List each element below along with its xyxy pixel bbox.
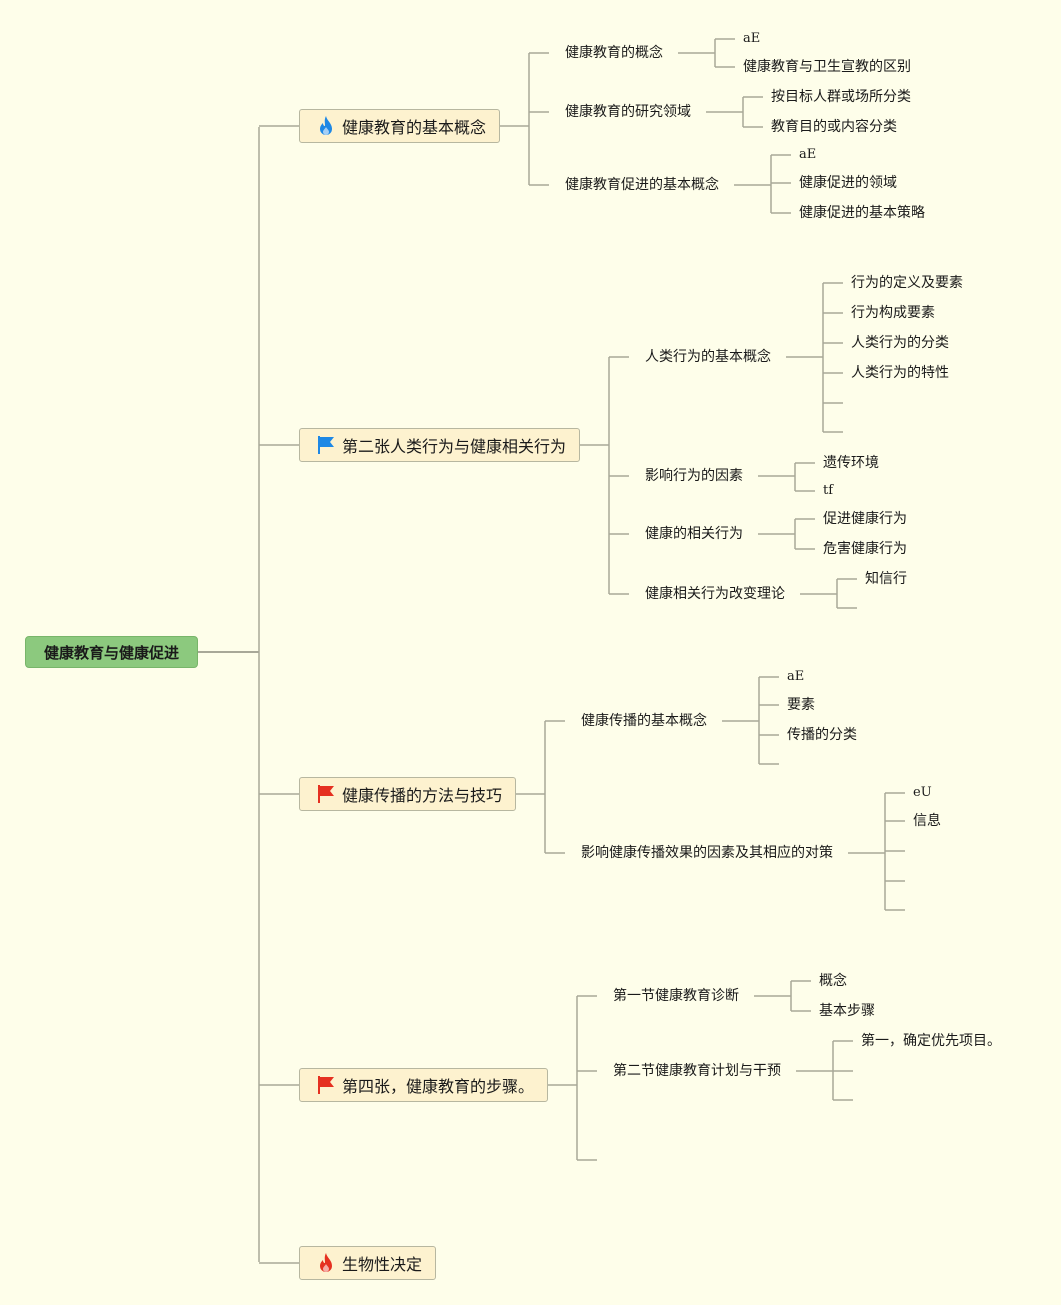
topic-label: 生物性决定 bbox=[342, 1255, 423, 1274]
topic-node-4[interactable]: 第四张，健康教育的步骤。 bbox=[299, 1068, 548, 1102]
leaf-node[interactable]: aE bbox=[799, 147, 817, 162]
flag-icon-red bbox=[316, 783, 336, 805]
subtopic-node[interactable]: 影响行为的因素 bbox=[645, 468, 743, 484]
fire-icon-red bbox=[316, 1252, 336, 1274]
leaf-node[interactable]: 健康促进的基本策略 bbox=[799, 205, 925, 221]
topic-label: 第二张人类行为与健康相关行为 bbox=[342, 437, 567, 456]
subtopic-node[interactable]: 健康传播的基本概念 bbox=[581, 713, 707, 729]
subtopic-node[interactable]: 影响健康传播效果的因素及其相应的对策 bbox=[581, 845, 833, 861]
leaf-node[interactable]: 知信行 bbox=[865, 571, 907, 587]
subtopic-node[interactable]: 健康教育促进的基本概念 bbox=[565, 177, 719, 193]
topic-node-2[interactable]: 第二张人类行为与健康相关行为 bbox=[299, 428, 580, 462]
leaf-node[interactable]: 遗传环境 bbox=[823, 455, 879, 471]
subtopic-node[interactable]: 健康相关行为改变理论 bbox=[645, 586, 785, 602]
subtopic-node[interactable]: 健康教育的研究领域 bbox=[565, 104, 691, 120]
subtopic-node[interactable]: 人类行为的基本概念 bbox=[645, 349, 771, 365]
leaf-node[interactable]: 行为的定义及要素 bbox=[851, 275, 963, 291]
topic-label: 健康传播的方法与技巧 bbox=[342, 786, 503, 805]
flag-icon-red bbox=[316, 1074, 336, 1096]
leaf-node[interactable]: 人类行为的特性 bbox=[851, 365, 949, 381]
topic-label: 健康教育的基本概念 bbox=[342, 118, 487, 137]
topic-node-3[interactable]: 健康传播的方法与技巧 bbox=[299, 777, 516, 811]
leaf-node[interactable]: 按目标人群或场所分类 bbox=[771, 89, 911, 105]
leaf-node[interactable]: 人类行为的分类 bbox=[851, 335, 949, 351]
topic-label: 第四张，健康教育的步骤。 bbox=[342, 1077, 535, 1096]
leaf-node[interactable]: 危害健康行为 bbox=[823, 541, 907, 557]
subtopic-node[interactable]: 第一节健康教育诊断 bbox=[613, 988, 739, 1004]
leaf-node[interactable]: 健康促进的领域 bbox=[799, 175, 897, 191]
leaf-node[interactable]: aE bbox=[787, 669, 805, 684]
topic-node-1[interactable]: 健康教育的基本概念 bbox=[299, 109, 500, 143]
leaf-node[interactable]: 基本步骤 bbox=[819, 1003, 875, 1019]
leaf-node[interactable]: tf bbox=[823, 483, 834, 498]
topic-node-5[interactable]: 生物性决定 bbox=[299, 1246, 436, 1280]
leaf-node[interactable]: 健康教育与卫生宣教的区别 bbox=[743, 59, 911, 75]
leaf-node[interactable]: 要素 bbox=[787, 697, 815, 713]
flag-icon-blue bbox=[316, 434, 336, 456]
leaf-node[interactable]: 促进健康行为 bbox=[823, 511, 907, 527]
leaf-node[interactable]: 行为构成要素 bbox=[851, 305, 935, 321]
leaf-node[interactable]: 传播的分类 bbox=[787, 727, 857, 743]
leaf-node[interactable]: 概念 bbox=[819, 973, 847, 989]
leaf-node[interactable]: 教育目的或内容分类 bbox=[771, 119, 897, 135]
subtopic-node[interactable]: 第二节健康教育计划与干预 bbox=[613, 1063, 781, 1079]
fire-icon-blue bbox=[316, 115, 336, 137]
leaf-node[interactable]: eU bbox=[913, 785, 932, 800]
subtopic-node[interactable]: 健康教育的概念 bbox=[565, 45, 663, 61]
leaf-node[interactable]: 信息 bbox=[913, 813, 941, 829]
root-node[interactable]: 健康教育与健康促进 bbox=[25, 636, 198, 668]
leaf-node[interactable]: 第一，确定优先项目。 bbox=[861, 1033, 1001, 1049]
subtopic-node[interactable]: 健康的相关行为 bbox=[645, 526, 743, 542]
leaf-node[interactable]: aE bbox=[743, 31, 761, 46]
